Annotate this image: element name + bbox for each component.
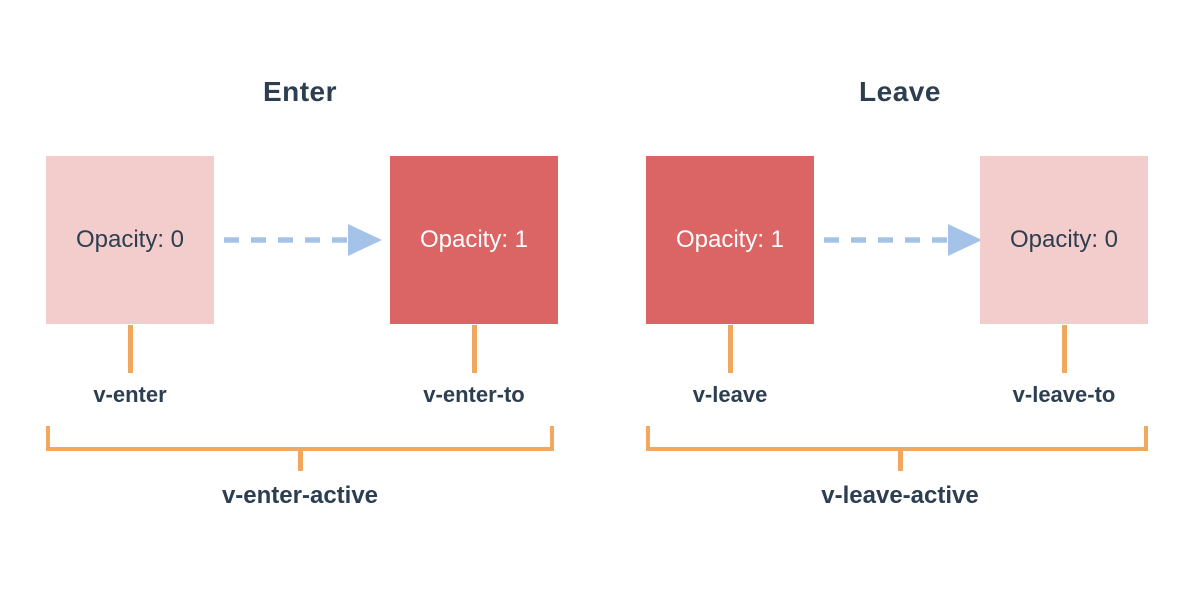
connector-line	[1062, 325, 1067, 373]
state-box-label: Opacity: 1	[419, 226, 529, 253]
transition-arrow-icon	[224, 224, 382, 256]
state-box-label: Opacity: 0	[1009, 226, 1119, 253]
active-bracket-stem	[898, 451, 903, 471]
active-bracket-stem	[298, 451, 303, 471]
state-box-label: Opacity: 0	[75, 226, 185, 253]
state-box-end: Opacity: 0	[980, 156, 1148, 324]
start-class-label: v-leave	[692, 382, 768, 407]
active-bracket	[646, 426, 1148, 451]
state-box-end: Opacity: 1	[390, 156, 558, 324]
connector-line	[128, 325, 133, 373]
start-class-label: v-enter	[93, 382, 167, 407]
transition-arrow-icon	[824, 224, 982, 256]
end-class-label: v-enter-to	[423, 382, 525, 407]
state-box-start: Opacity: 1	[646, 156, 814, 324]
active-bracket	[46, 426, 554, 451]
state-box-start: Opacity: 0	[46, 156, 214, 324]
active-class-label: v-leave-active	[821, 482, 979, 509]
state-box-label: Opacity: 1	[675, 226, 785, 253]
end-class-label: v-leave-to	[1012, 382, 1116, 407]
active-class-label: v-enter-active	[221, 482, 379, 509]
leave-group: Leave Opacity: 1 Opacity: 0 v-leave v-le…	[600, 0, 1200, 600]
group-title: Enter	[262, 76, 338, 107]
enter-group: Enter Opacity: 0 Opacity: 1 v-enter v-en…	[46, 76, 558, 509]
group-title: Leave	[859, 76, 941, 107]
connector-line	[728, 325, 733, 373]
connector-line	[472, 325, 477, 373]
